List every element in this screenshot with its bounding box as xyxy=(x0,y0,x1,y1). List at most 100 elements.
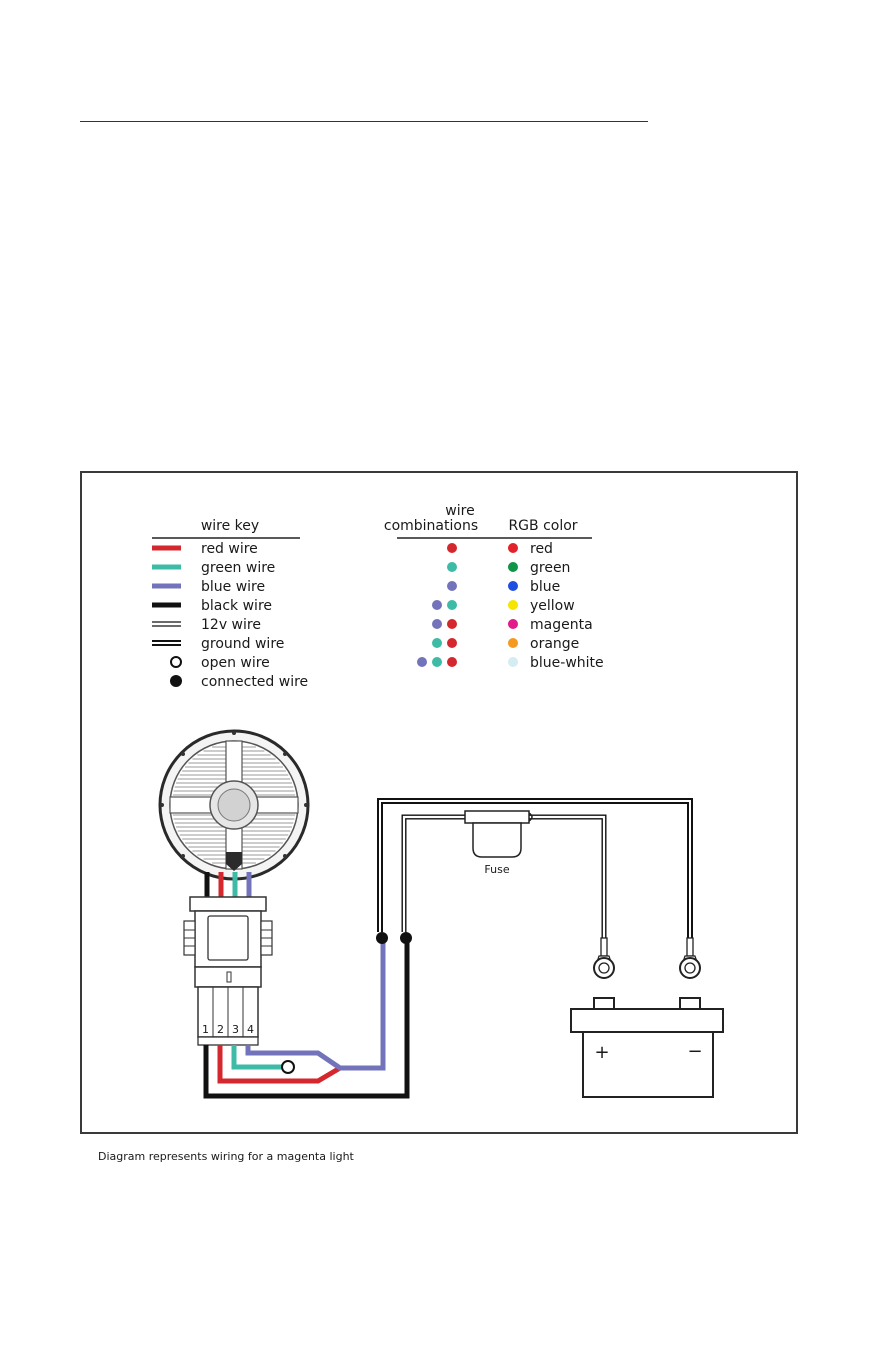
wire-key-item: green wire xyxy=(152,560,275,576)
speaker-screw-bl xyxy=(181,854,185,858)
rgb-color-dot xyxy=(508,657,518,667)
combinations-heading-line2: combinations xyxy=(384,518,478,534)
speaker-tweeter-center xyxy=(218,789,250,821)
speaker-light xyxy=(160,731,308,879)
pin-label-4: 4 xyxy=(247,1023,254,1036)
wire-key-item: 12v wire xyxy=(152,617,261,633)
wire-dot-red xyxy=(447,543,457,553)
diagram-caption: Diagram represents wiring for a magenta … xyxy=(98,1150,354,1163)
connector-upper xyxy=(184,897,272,967)
power-wiring xyxy=(380,801,690,938)
rgb-color-label: magenta xyxy=(530,617,593,633)
rgb-color-label: green xyxy=(530,560,570,576)
speaker-screw-tl xyxy=(181,752,185,756)
blue-wire-run xyxy=(248,938,383,1068)
red-wire-run xyxy=(220,1045,340,1081)
open-wire-end xyxy=(282,1061,294,1073)
battery-lid xyxy=(571,1009,723,1032)
combination-row: red xyxy=(447,541,553,557)
ground-wire-outer xyxy=(380,801,690,938)
fuse-body xyxy=(473,823,521,857)
pin-label-2: 2 xyxy=(217,1023,224,1036)
wire-key-legend: wire key red wire green wire blue wire blac… xyxy=(152,518,308,690)
speaker-screw-tr xyxy=(283,752,287,756)
speaker-screw-br xyxy=(283,854,287,858)
combination-row: green xyxy=(447,560,570,576)
rgb-color-label: orange xyxy=(530,636,579,652)
connector-lower: 1 2 3 4 xyxy=(195,967,261,1045)
connected-node-ground xyxy=(400,932,412,944)
wire-dot-blue xyxy=(447,581,457,591)
pin-label-3: 3 xyxy=(232,1023,239,1036)
wire-key-item: black wire xyxy=(152,598,272,614)
wire-key-symbol-double-thick-line xyxy=(152,641,181,645)
wire-key-label: red wire xyxy=(201,541,258,557)
wire-dot-blue xyxy=(432,600,442,610)
wire-dot-blue xyxy=(417,657,427,667)
connected-node-12v xyxy=(376,932,388,944)
wire-key-item: red wire xyxy=(152,541,258,557)
combinations-legend: wire combinations RGB color red green blue… xyxy=(384,503,604,671)
combination-row: yellow xyxy=(432,598,575,614)
wire-dot-green xyxy=(432,657,442,667)
combination-row: magenta xyxy=(432,617,593,633)
wire-key-item: blue wire xyxy=(152,579,265,595)
rgb-color-label: yellow xyxy=(530,598,575,614)
speaker-screw-top xyxy=(232,731,236,735)
wire-key-label: ground wire xyxy=(201,636,284,652)
rgb-color-label: blue xyxy=(530,579,560,595)
pin-label-1: 1 xyxy=(202,1023,209,1036)
wire-key-label: black wire xyxy=(201,598,272,614)
fuse-label: Fuse xyxy=(484,863,509,876)
ground-wire-inner xyxy=(380,801,690,938)
speaker-screw-right xyxy=(304,803,308,807)
wire-key-item: open wire xyxy=(171,655,270,671)
wire-dot-green xyxy=(447,600,457,610)
wire-dot-green xyxy=(432,638,442,648)
speaker-screw-left xyxy=(160,803,164,807)
connector-foot xyxy=(198,1037,258,1045)
wire-dot-green xyxy=(447,562,457,572)
wire-key-rows: red wire green wire blue wire black wire 12v… xyxy=(152,541,308,690)
battery-negative-symbol: − xyxy=(687,1041,702,1062)
wire-key-symbol-double-thin-line xyxy=(152,622,181,626)
wire-key-label: connected wire xyxy=(201,674,308,690)
connector-collar xyxy=(190,897,266,911)
wire-key-label: open wire xyxy=(201,655,270,671)
wire-key-label: green wire xyxy=(201,560,275,576)
combination-row: orange xyxy=(432,636,579,652)
wire-key-label: blue wire xyxy=(201,579,265,595)
battery-post-positive xyxy=(594,998,614,1009)
rgb-color-dot xyxy=(508,581,518,591)
battery-post-negative xyxy=(680,998,700,1009)
combination-row: blue-white xyxy=(417,655,604,671)
connector-latch xyxy=(208,916,248,960)
rgb-color-label: red xyxy=(530,541,553,557)
rgb-color-dot xyxy=(508,619,518,629)
wire-dot-blue xyxy=(432,619,442,629)
wire-key-item: connected wire xyxy=(170,674,308,690)
wire-key-symbol-open-circle xyxy=(171,657,181,667)
rgb-color-dot xyxy=(508,543,518,553)
inline-fuse: Fuse xyxy=(465,811,532,876)
ring-terminals xyxy=(594,938,700,978)
combination-rows: red green blue yellow magenta orange blue-whit… xyxy=(417,541,604,671)
rgb-color-heading: RGB color xyxy=(508,518,577,534)
fuse-cap xyxy=(465,811,529,823)
combination-row: blue xyxy=(447,579,560,595)
rgb-color-dot xyxy=(508,562,518,572)
rgb-color-label: blue-white xyxy=(530,655,604,671)
battery: + − xyxy=(571,998,723,1097)
wire-key-label: 12v wire xyxy=(201,617,261,633)
battery-positive-symbol: + xyxy=(594,1042,609,1063)
wire-key-symbol-filled-circle xyxy=(170,675,182,687)
wire-key-item: ground wire xyxy=(152,636,284,652)
rgb-color-dot xyxy=(508,638,518,648)
rgb-color-dot xyxy=(508,600,518,610)
combinations-heading-line1: wire xyxy=(445,503,474,519)
wire-dot-red xyxy=(447,657,457,667)
wire-dot-red xyxy=(447,638,457,648)
green-wire-run xyxy=(234,1045,282,1067)
wire-dot-red xyxy=(447,619,457,629)
wire-key-heading: wire key xyxy=(201,518,259,534)
